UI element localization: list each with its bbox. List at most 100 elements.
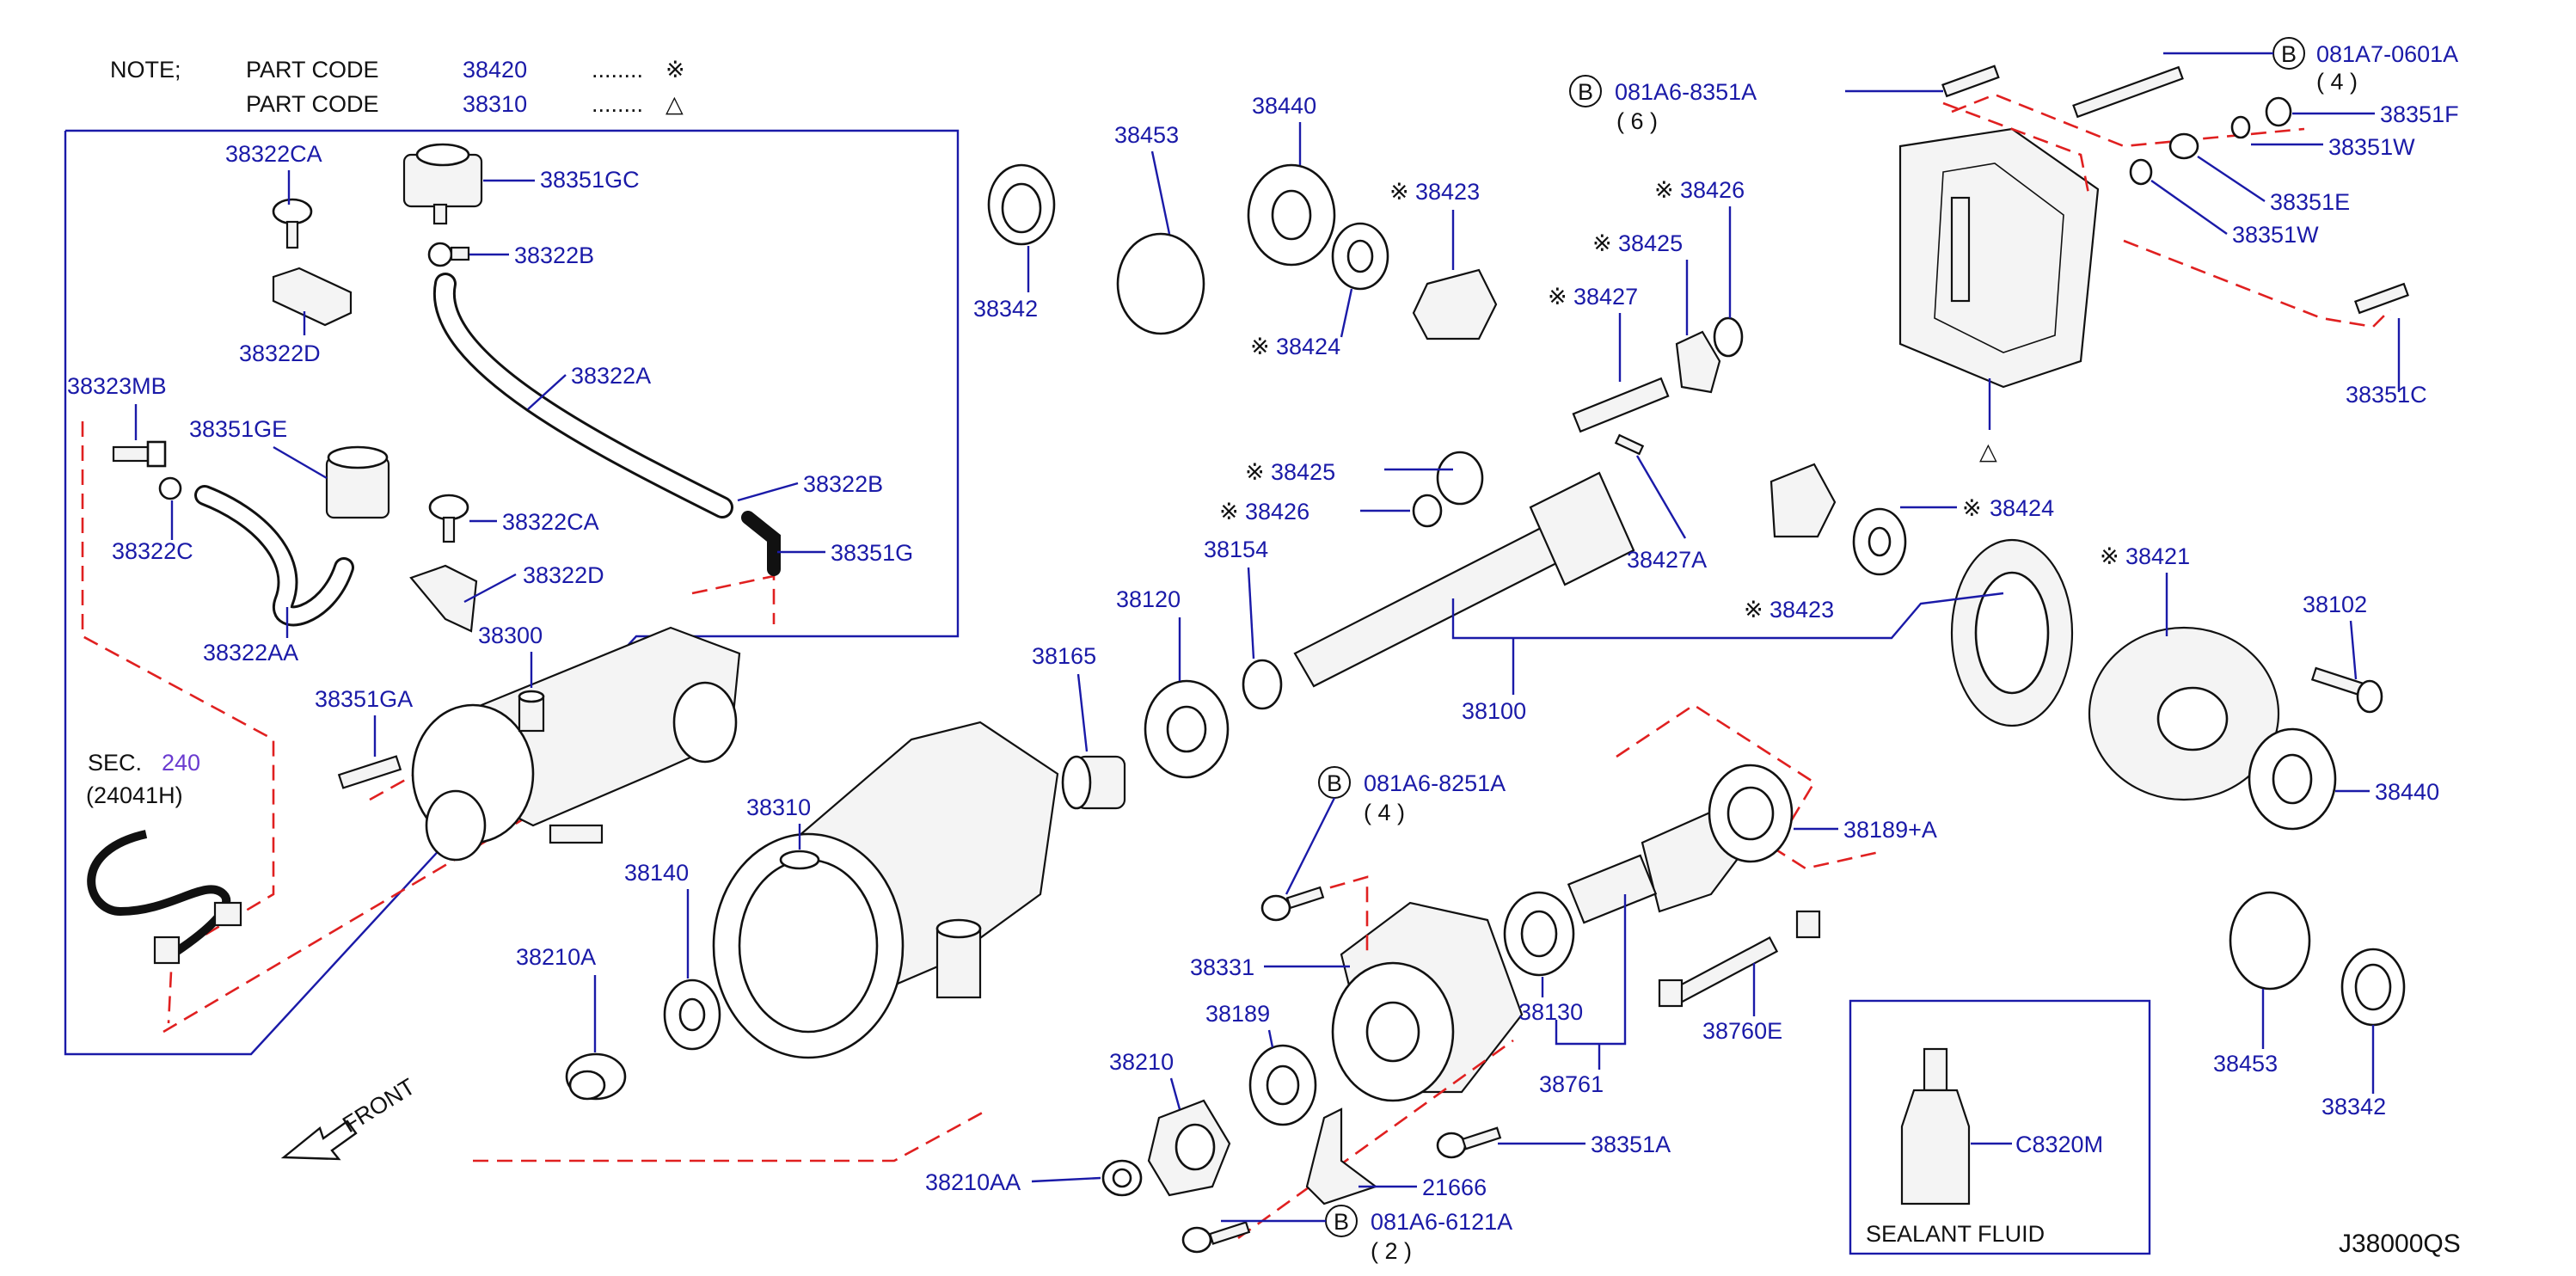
part-label[interactable]: 38425 bbox=[1271, 459, 1335, 485]
callout-38351C[interactable]: 38351C bbox=[2346, 318, 2427, 408]
part-label[interactable]: 38424 bbox=[1990, 495, 2054, 521]
callout-38342-top[interactable]: 38342 bbox=[973, 246, 1038, 322]
callout-38165[interactable]: 38165 bbox=[1032, 643, 1096, 752]
callout-38322CA[interactable]: 38322CA bbox=[225, 141, 322, 205]
callout-38423-right[interactable]: ※ 38423 bbox=[1744, 597, 1834, 623]
callout-38130[interactable]: 38130 bbox=[1518, 977, 1583, 1025]
part-label[interactable]: 38351W bbox=[2232, 222, 2319, 248]
part-label[interactable]: 38351GC bbox=[540, 167, 640, 193]
callout-38424-top[interactable]: ※ 38424 bbox=[1250, 288, 1353, 359]
callout-38351W[interactable]: 38351W bbox=[2251, 134, 2415, 160]
bolt-ref-2[interactable]: B 081A7-0601A ( 4 ) bbox=[2163, 37, 2458, 95]
callout-38427A[interactable]: 38427A bbox=[1627, 455, 1707, 573]
part-label[interactable]: 38453 bbox=[1114, 122, 1179, 148]
callout-38423-top[interactable]: ※ 38423 bbox=[1389, 179, 1480, 270]
callout-38322C[interactable]: 38322C bbox=[112, 500, 193, 564]
callout-38351GC[interactable]: 38351GC bbox=[483, 167, 640, 193]
part-label[interactable]: 38310 bbox=[746, 794, 811, 820]
part-label[interactable]: 38453 bbox=[2213, 1051, 2278, 1077]
part-label[interactable]: 38322CA bbox=[502, 509, 599, 535]
callout-38189A[interactable]: 38189+A bbox=[1794, 817, 1937, 843]
callout-38322D-2[interactable]: 38322D bbox=[463, 562, 604, 604]
bolt-ref-1-id[interactable]: 081A6-8351A bbox=[1615, 79, 1757, 105]
part-label[interactable]: 38210 bbox=[1109, 1049, 1174, 1075]
part-label[interactable]: 38342 bbox=[2321, 1094, 2386, 1120]
part-label[interactable]: 38440 bbox=[1252, 93, 1316, 119]
part-label[interactable]: 38351F bbox=[2380, 101, 2459, 127]
callout-38154[interactable]: 38154 bbox=[1204, 537, 1268, 659]
part-label[interactable]: 38761 bbox=[1539, 1071, 1604, 1097]
part-label[interactable]: 38322CA bbox=[225, 141, 322, 167]
part-label[interactable]: 38331 bbox=[1190, 954, 1254, 980]
part-label[interactable]: 38351GA bbox=[315, 686, 413, 712]
callout-38210A[interactable]: 38210A bbox=[516, 944, 597, 1052]
callout-38351W-2[interactable]: 38351W bbox=[2150, 180, 2319, 248]
bolt-ref-3-id[interactable]: 081A6-8251A bbox=[1364, 770, 1506, 796]
part-label[interactable]: 38423 bbox=[1415, 179, 1480, 205]
part-label[interactable]: 38102 bbox=[2303, 592, 2367, 617]
callout-38425-mid[interactable]: ※ 38425 bbox=[1245, 459, 1453, 485]
part-label[interactable]: 38351A bbox=[1591, 1132, 1671, 1157]
part-label[interactable]: 38322C bbox=[112, 538, 193, 564]
part-label[interactable]: 38189 bbox=[1205, 1001, 1270, 1027]
part-label[interactable]: 38760E bbox=[1702, 1018, 1782, 1044]
callout-38427[interactable]: ※ 38427 bbox=[1548, 284, 1638, 382]
callout-38351A[interactable]: 38351A bbox=[1498, 1132, 1671, 1157]
callout-38331[interactable]: 38331 bbox=[1190, 954, 1350, 980]
part-label[interactable]: 38154 bbox=[1204, 537, 1268, 562]
callout-38440-top[interactable]: 38440 bbox=[1252, 93, 1316, 165]
callout-38761[interactable]: 38761 bbox=[1539, 894, 1627, 1097]
part-label[interactable]: 38322D bbox=[239, 340, 321, 366]
callout-38351GA[interactable]: 38351GA bbox=[315, 686, 413, 757]
part-label[interactable]: 38189+A bbox=[1843, 817, 1937, 843]
callout-38342-right[interactable]: 38342 bbox=[2321, 1025, 2386, 1120]
part-label[interactable]: 38210A bbox=[516, 944, 596, 970]
callout-38424-right[interactable]: ※ 38424 bbox=[1900, 495, 2054, 521]
part-label[interactable]: 38120 bbox=[1116, 586, 1181, 612]
part-label[interactable]: 38351G bbox=[831, 540, 913, 566]
callout-38351F[interactable]: 38351F bbox=[2292, 101, 2459, 127]
part-label[interactable]: 38322B bbox=[803, 471, 883, 497]
part-label[interactable]: 38440 bbox=[2375, 779, 2439, 805]
callout-38102[interactable]: 38102 bbox=[2303, 592, 2367, 680]
part-label[interactable]: 38424 bbox=[1276, 334, 1340, 359]
bolt-ref-2-id[interactable]: 081A7-0601A bbox=[2316, 41, 2458, 67]
part-label[interactable]: 38130 bbox=[1518, 999, 1583, 1025]
part-label[interactable]: 38427 bbox=[1573, 284, 1638, 310]
part-label[interactable]: 38165 bbox=[1032, 643, 1096, 669]
part-label[interactable]: 38425 bbox=[1618, 230, 1683, 256]
callout-38421[interactable]: ※ 38421 bbox=[2100, 543, 2190, 636]
part-label[interactable]: 38322B bbox=[514, 242, 594, 268]
part-label[interactable]: 38421 bbox=[2125, 543, 2190, 569]
note-row-2-code[interactable]: 38310 bbox=[463, 91, 527, 117]
part-label[interactable]: 38322AA bbox=[203, 640, 298, 666]
part-label[interactable]: 38322D bbox=[523, 562, 604, 588]
part-label[interactable]: 38351W bbox=[2328, 134, 2415, 160]
part-label[interactable]: 38426 bbox=[1680, 177, 1745, 203]
part-label[interactable]: 38427A bbox=[1627, 547, 1707, 573]
callout-38351GE[interactable]: 38351GE bbox=[189, 416, 328, 480]
callout-21666[interactable]: 21666 bbox=[1359, 1175, 1487, 1200]
part-label[interactable]: 38342 bbox=[973, 296, 1038, 322]
callout-38760E[interactable]: 38760E bbox=[1702, 963, 1782, 1044]
part-label[interactable]: 38351C bbox=[2346, 382, 2427, 408]
part-label[interactable]: 38426 bbox=[1245, 499, 1309, 525]
callout-38322A[interactable]: 38322A bbox=[527, 363, 651, 410]
callout-38322AA[interactable]: 38322AA bbox=[203, 607, 298, 666]
bolt-ref-4[interactable]: B 081A6-6121A ( 2 ) bbox=[1221, 1205, 1512, 1264]
callout-38426-top[interactable]: ※ 38426 bbox=[1654, 177, 1745, 318]
part-label[interactable]: 38351GE bbox=[189, 416, 287, 442]
callout-38210AA[interactable]: 38210AA bbox=[925, 1169, 1101, 1195]
part-label[interactable]: 38300 bbox=[478, 623, 543, 648]
callout-38351E[interactable]: 38351E bbox=[2197, 156, 2350, 215]
part-label[interactable]: 38210AA bbox=[925, 1169, 1021, 1195]
part-label[interactable]: 38322A bbox=[571, 363, 651, 389]
callout-38425-top[interactable]: ※ 38425 bbox=[1592, 230, 1689, 335]
part-label[interactable]: 21666 bbox=[1422, 1175, 1487, 1200]
part-label[interactable]: 38100 bbox=[1462, 698, 1526, 724]
callout-38100[interactable]: 38100 bbox=[1451, 592, 2004, 724]
bolt-ref-1[interactable]: B 081A6-8351A ( 6 ) bbox=[1569, 75, 1943, 134]
callout-38426-mid[interactable]: ※ 38426 bbox=[1219, 499, 1410, 525]
part-label[interactable]: 38423 bbox=[1769, 597, 1834, 623]
part-label[interactable]: 38351E bbox=[2270, 189, 2350, 215]
